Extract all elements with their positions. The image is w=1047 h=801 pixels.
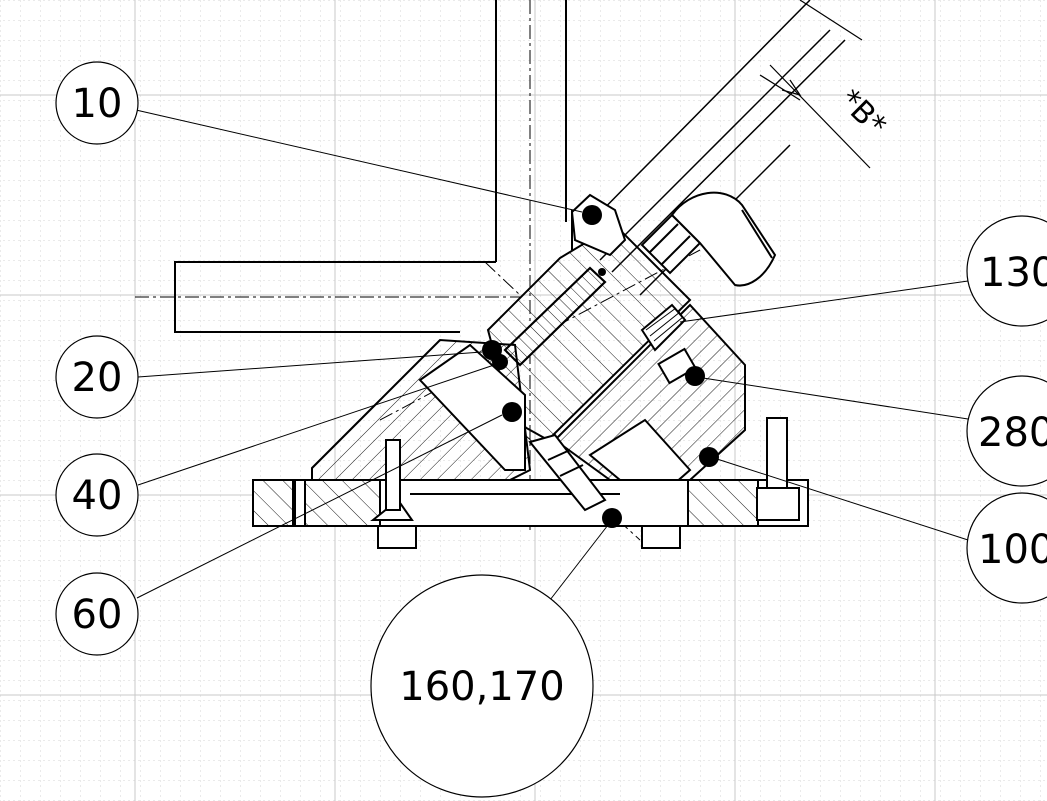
- elbow-fitting: [640, 191, 777, 287]
- spring-detail: [640, 303, 697, 385]
- balloon-40: 40: [55, 453, 139, 537]
- balloon-60: 60: [55, 572, 139, 656]
- balloon-160-170-label: 160,170: [399, 664, 564, 710]
- dimension-b: [759, 0, 871, 169]
- balloon-100-label: 100: [978, 527, 1047, 573]
- balloon-20: 20: [55, 335, 139, 419]
- left-bracket: [311, 338, 532, 481]
- balloon-130: 130: [966, 215, 1047, 327]
- balloon-160-170: 160,170: [370, 574, 594, 798]
- balloon-20-label: 20: [72, 355, 123, 401]
- balloon-60-label: 60: [72, 592, 123, 638]
- base-plate: [252, 479, 809, 527]
- leader-dots: [482, 205, 719, 528]
- angled-set-screw: [528, 433, 607, 512]
- leader-lines: [135, 109, 969, 601]
- balloon-280-label: 280: [978, 410, 1047, 456]
- balloon-100: 100: [966, 492, 1047, 604]
- horizontal-arm: [174, 261, 496, 333]
- balloon-10: 10: [55, 61, 139, 145]
- balloon-280: 280: [966, 375, 1047, 487]
- balloon-130-label: 130: [980, 250, 1047, 296]
- balloon-10-label: 10: [72, 81, 123, 127]
- bottom-screws: [370, 417, 800, 549]
- balloon-40-label: 40: [72, 473, 123, 519]
